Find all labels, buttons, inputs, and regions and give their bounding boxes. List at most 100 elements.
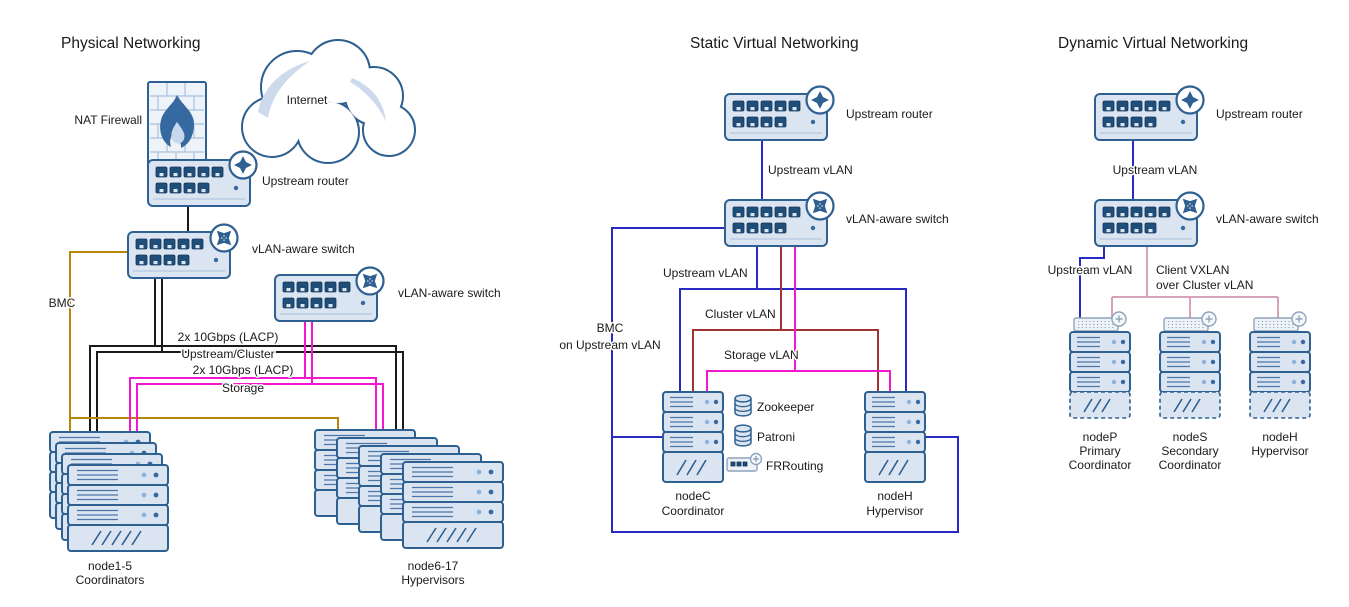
nodec-label-1: nodeC (675, 489, 711, 503)
client-vxlan-label-1: Client VXLAN (1156, 263, 1229, 277)
upstream-vlan-link (679, 246, 907, 400)
zookeeper-label: Zookeeper (757, 400, 814, 414)
physical-upstream-router (148, 152, 257, 207)
nat-firewall-label: NAT Firewall (74, 113, 142, 127)
nat-firewall (147, 81, 207, 169)
nodes-server (1159, 311, 1221, 419)
hypervisors-label-1: node6-17 (408, 559, 459, 573)
dynamic-virtual-links (1079, 140, 1279, 340)
nodeh-label-1: nodeH (877, 489, 912, 503)
server-tower (663, 392, 723, 482)
internet-label: Internet (287, 93, 328, 107)
nodes-label-3: Coordinator (1159, 458, 1222, 472)
hypervisors-label-2: Hypervisors (401, 573, 464, 587)
nodeh-server (865, 392, 925, 482)
virtual-server-base (1069, 391, 1131, 419)
upstream-vlan-link (1079, 246, 1105, 340)
switch-icon (357, 268, 384, 295)
storage-link-label-2: Storage (222, 381, 264, 395)
vlan-switch-2-label: vLAN-aware switch (398, 286, 501, 300)
upstream-cluster-link-left (89, 278, 163, 475)
bmc-label-1: BMC (597, 321, 624, 335)
vlan-switch-1-label: vLAN-aware switch (252, 242, 355, 256)
vxlan-bridge-icon (1073, 311, 1127, 332)
cloud-outline (241, 39, 416, 164)
upstream-vlan-label: Upstream vLAN (1048, 263, 1133, 277)
virtual-server-base (1159, 391, 1221, 419)
server-unit (1249, 371, 1311, 393)
nodeh-label-2: Hypervisor (866, 504, 923, 518)
coordinator-server-stack (50, 432, 168, 551)
router-icon (230, 152, 257, 179)
switch-icon (807, 193, 834, 220)
internet-cloud (241, 39, 416, 164)
coordinators-label-1: node1-5 (88, 559, 132, 573)
router-icon (1177, 87, 1204, 114)
server-tower (403, 462, 503, 548)
dynamic-vlan-switch (1095, 193, 1204, 247)
server-tower (865, 392, 925, 482)
switch-icon (1177, 193, 1204, 220)
labels: Physical Networking Internet NAT Firewal… (47, 35, 1320, 589)
patroni-icon (734, 424, 752, 447)
server-unit (1249, 351, 1311, 373)
coordinators-label-2: Coordinators (76, 573, 145, 587)
patroni-label: Patroni (757, 430, 795, 444)
bmc-upstream-vlan-link (611, 227, 959, 533)
storage-link-left (129, 321, 313, 475)
switch-icon (211, 225, 238, 252)
frrouting-label: FRRouting (766, 459, 823, 473)
frrouting-icon (726, 452, 763, 472)
client-vxlan-label-2: over Cluster vLAN (1156, 278, 1253, 292)
bmc-label-2: on Upstream vLAN (559, 338, 660, 352)
flame-inner (171, 122, 185, 144)
client-vxlan-link (1111, 246, 1279, 322)
nodep-server (1069, 311, 1131, 419)
vlan-switch-label: vLAN-aware switch (846, 212, 949, 226)
physical-vlan-switch-1 (128, 225, 238, 279)
upstream-cluster-link-label-1: 2x 10Gbps (LACP) (178, 330, 279, 344)
dynamic-upstream-router (1095, 87, 1204, 141)
panel-title-static: Static Virtual Networking (690, 35, 859, 52)
storage-link-label-1: 2x 10Gbps (LACP) (193, 363, 294, 377)
hypervisor-server-stack (315, 430, 503, 548)
nodeh-dyn-label-2: Hypervisor (1251, 444, 1308, 458)
server-tower (68, 465, 168, 551)
nodec-label-2: Coordinator (662, 504, 725, 518)
virtual-server-base (1249, 391, 1311, 419)
static-upstream-router (725, 87, 834, 141)
upstream-router-label: Upstream router (846, 107, 933, 121)
vlan-switch-label: vLAN-aware switch (1216, 212, 1319, 226)
panel-title-dynamic: Dynamic Virtual Networking (1058, 35, 1248, 52)
panel-title-physical: Physical Networking (61, 35, 201, 52)
static-virtual-links (611, 140, 959, 533)
upstream-router-label: Upstream router (1216, 107, 1303, 121)
physical-vlan-switch-2 (275, 268, 384, 322)
nodes-label-2: Secondary (1161, 444, 1218, 458)
server-unit (1069, 371, 1131, 393)
server-unit (1159, 331, 1221, 353)
zookeeper-icon (734, 394, 752, 417)
server-unit (1159, 371, 1221, 393)
server-unit (1069, 331, 1131, 353)
nodeh-dyn-server (1249, 311, 1311, 419)
flame-icon (160, 95, 194, 148)
static-vlan-switch (725, 193, 834, 247)
cluster-vlan-link (692, 246, 879, 400)
nodeh-dyn-label-1: nodeH (1262, 430, 1297, 444)
cluster-vlan-label: Cluster vLAN (705, 307, 776, 321)
nodec-server (663, 392, 723, 482)
upstream-vlan-label: Upstream vLAN (663, 266, 748, 280)
nodep-label-1: nodeP (1083, 430, 1118, 444)
nodep-label-2: Primary (1079, 444, 1120, 458)
bmc-label: BMC (49, 296, 76, 310)
server-unit (1069, 351, 1131, 373)
server-unit (1249, 331, 1311, 353)
nodes-label-1: nodeS (1173, 430, 1208, 444)
vxlan-bridge-icon (1253, 311, 1307, 332)
router-icon (807, 87, 834, 114)
server-unit (1159, 351, 1221, 373)
upstream-router-label: Upstream router (262, 174, 349, 188)
